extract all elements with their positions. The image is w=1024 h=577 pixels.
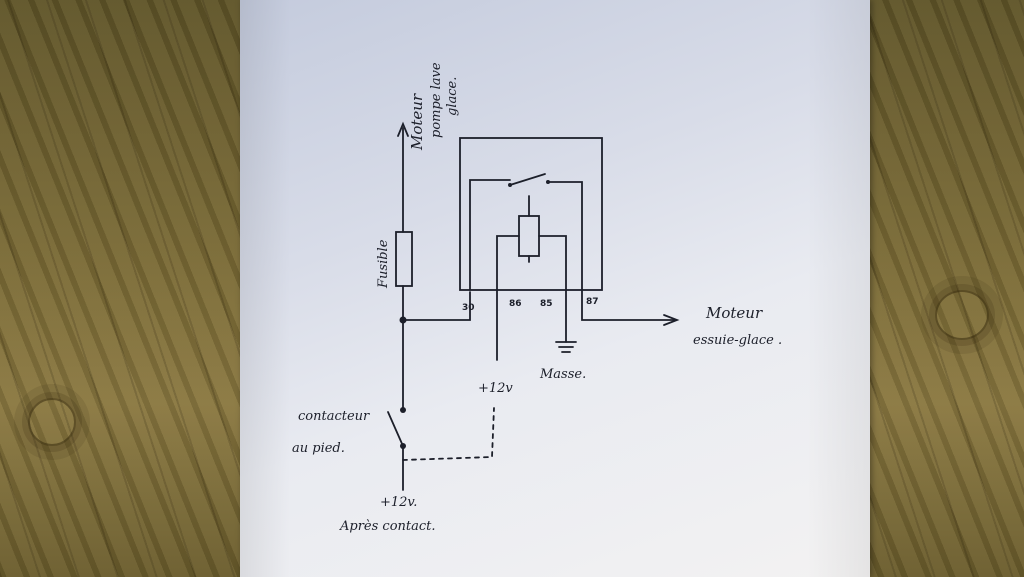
pump-label-line2: pompe lave <box>429 62 444 138</box>
pin-label-87: 87 <box>586 297 599 307</box>
ground-symbol <box>555 289 577 353</box>
wood-knot-right <box>935 290 989 340</box>
wiper-label-line1: Moteur <box>705 304 763 322</box>
pin-label-30: 30 <box>462 303 475 313</box>
plus12-relay-label: +12v <box>478 381 513 396</box>
relay-internals <box>469 173 583 291</box>
pump-motor-label: Moteur pompe lave glace. <box>408 62 460 151</box>
dashed-link <box>402 407 495 461</box>
ground-label: Masse. <box>539 367 586 382</box>
foot-switch-label-line2: au pied. <box>292 441 345 456</box>
fuse-symbol <box>395 231 413 287</box>
wire-to-wiper <box>581 289 680 326</box>
foot-switch-symbol <box>387 407 406 491</box>
wiper-label-line2: essuie-glace . <box>693 333 782 348</box>
wood-knot-left <box>28 398 76 446</box>
pump-label-line1: Moteur <box>408 93 426 151</box>
pin-label-86: 86 <box>509 299 522 309</box>
fuse-label: Fusible <box>376 239 391 289</box>
pump-label-line3: glace. <box>445 77 460 116</box>
feed-line-to-pump <box>397 121 409 411</box>
relay-box <box>459 137 603 291</box>
wire-to-pin-30 <box>402 291 471 321</box>
plus12-bottom-label: +12v. <box>380 495 417 510</box>
after-contact-label: Après contact. <box>339 519 436 534</box>
foot-switch-label-line1: contacteur <box>298 409 370 424</box>
pin-label-85: 85 <box>540 299 553 309</box>
paper-sheet <box>240 0 870 577</box>
